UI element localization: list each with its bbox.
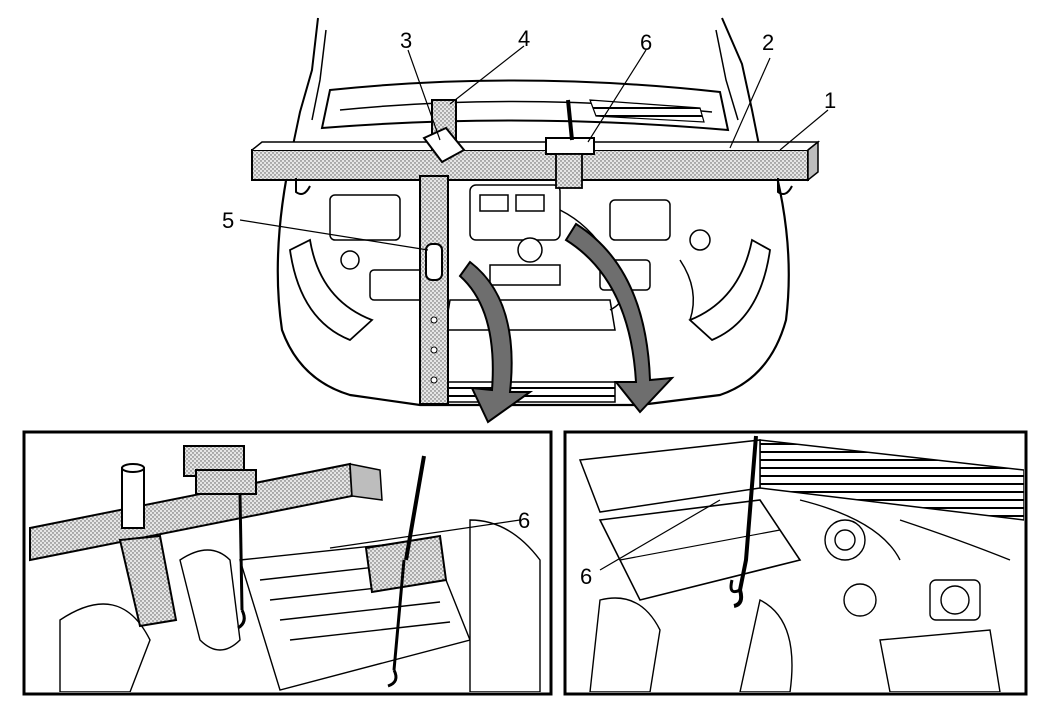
callout-2: 2	[762, 30, 774, 55]
right-headlight	[688, 238, 771, 342]
callout-1: 1	[824, 88, 836, 113]
callout-5: 5	[222, 208, 234, 233]
detail-right-callout-6: 6	[580, 564, 592, 589]
left-headlight	[289, 238, 374, 342]
detail-view-left: 6	[22, 430, 553, 696]
rotation-arrow-right	[564, 222, 675, 414]
rotation-arrow-left	[458, 260, 534, 424]
support-cross-bar	[251, 149, 809, 181]
callout-6: 6	[640, 30, 652, 55]
callout-leader-lines	[239, 45, 829, 251]
top-view-illustration: 1 2 3 4 5 6	[222, 17, 836, 424]
callout-4: 4	[518, 26, 530, 51]
vehicle-front-body	[276, 149, 790, 407]
lifting-hook-assembly	[545, 99, 595, 189]
detail-left-callout-6: 6	[518, 508, 530, 533]
support-vertical-beam	[419, 175, 449, 405]
support-post	[425, 243, 443, 281]
detail-view-right: 6	[563, 430, 1028, 696]
bar-end-hook-right	[777, 178, 793, 195]
callout-3: 3	[400, 28, 412, 53]
beam-clamp	[422, 126, 466, 164]
bar-end-hook-left	[295, 178, 311, 195]
engine-bay	[329, 184, 711, 331]
